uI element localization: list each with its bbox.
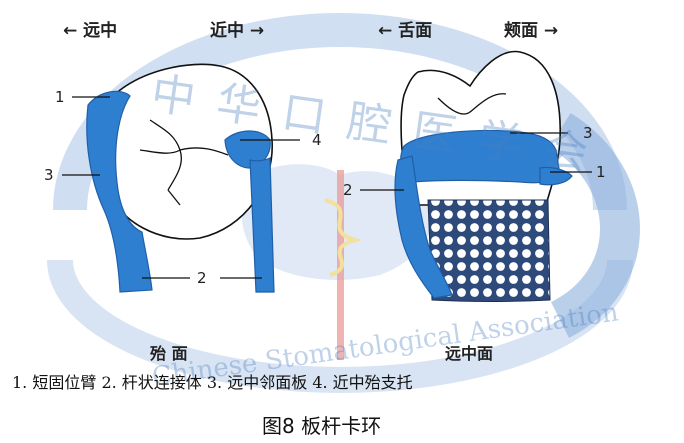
label-left-4: 4 xyxy=(312,131,322,149)
right-leader-lines xyxy=(360,132,592,191)
left-bar xyxy=(249,157,275,293)
watermark-logo xyxy=(47,13,640,393)
header-left-distal: ← 远中 xyxy=(63,21,118,41)
label-right-3: 3 xyxy=(583,124,593,142)
left-clasp-arm xyxy=(86,90,153,293)
right-bar xyxy=(394,155,453,299)
legend: 1. 短固位臂 2. 杆状连接体 3. 远中邻面板 4. 近中殆支托 xyxy=(12,373,413,392)
label-right-1: 1 xyxy=(596,163,606,181)
header-right-buccal: 颊面 → xyxy=(504,21,559,41)
left-leader-lines xyxy=(62,96,300,279)
header-right-lingual: ← 舌面 xyxy=(378,21,433,41)
left-tooth-fissures xyxy=(139,119,229,206)
right-tooth-cusp-line xyxy=(437,93,507,115)
label-right-2: 2 xyxy=(343,181,353,199)
right-mesh-base xyxy=(427,199,551,302)
label-left-3: 3 xyxy=(44,166,54,184)
view-label-mesial: 远中面 xyxy=(445,344,494,363)
label-left-2: 2 xyxy=(197,269,207,287)
figure-caption: 图8 板杆卡环 xyxy=(262,414,382,438)
label-left-1: 1 xyxy=(55,88,65,106)
view-label-occlusal: 殆 面 xyxy=(150,344,188,363)
header-left-mesial: 近中 → xyxy=(210,21,265,41)
